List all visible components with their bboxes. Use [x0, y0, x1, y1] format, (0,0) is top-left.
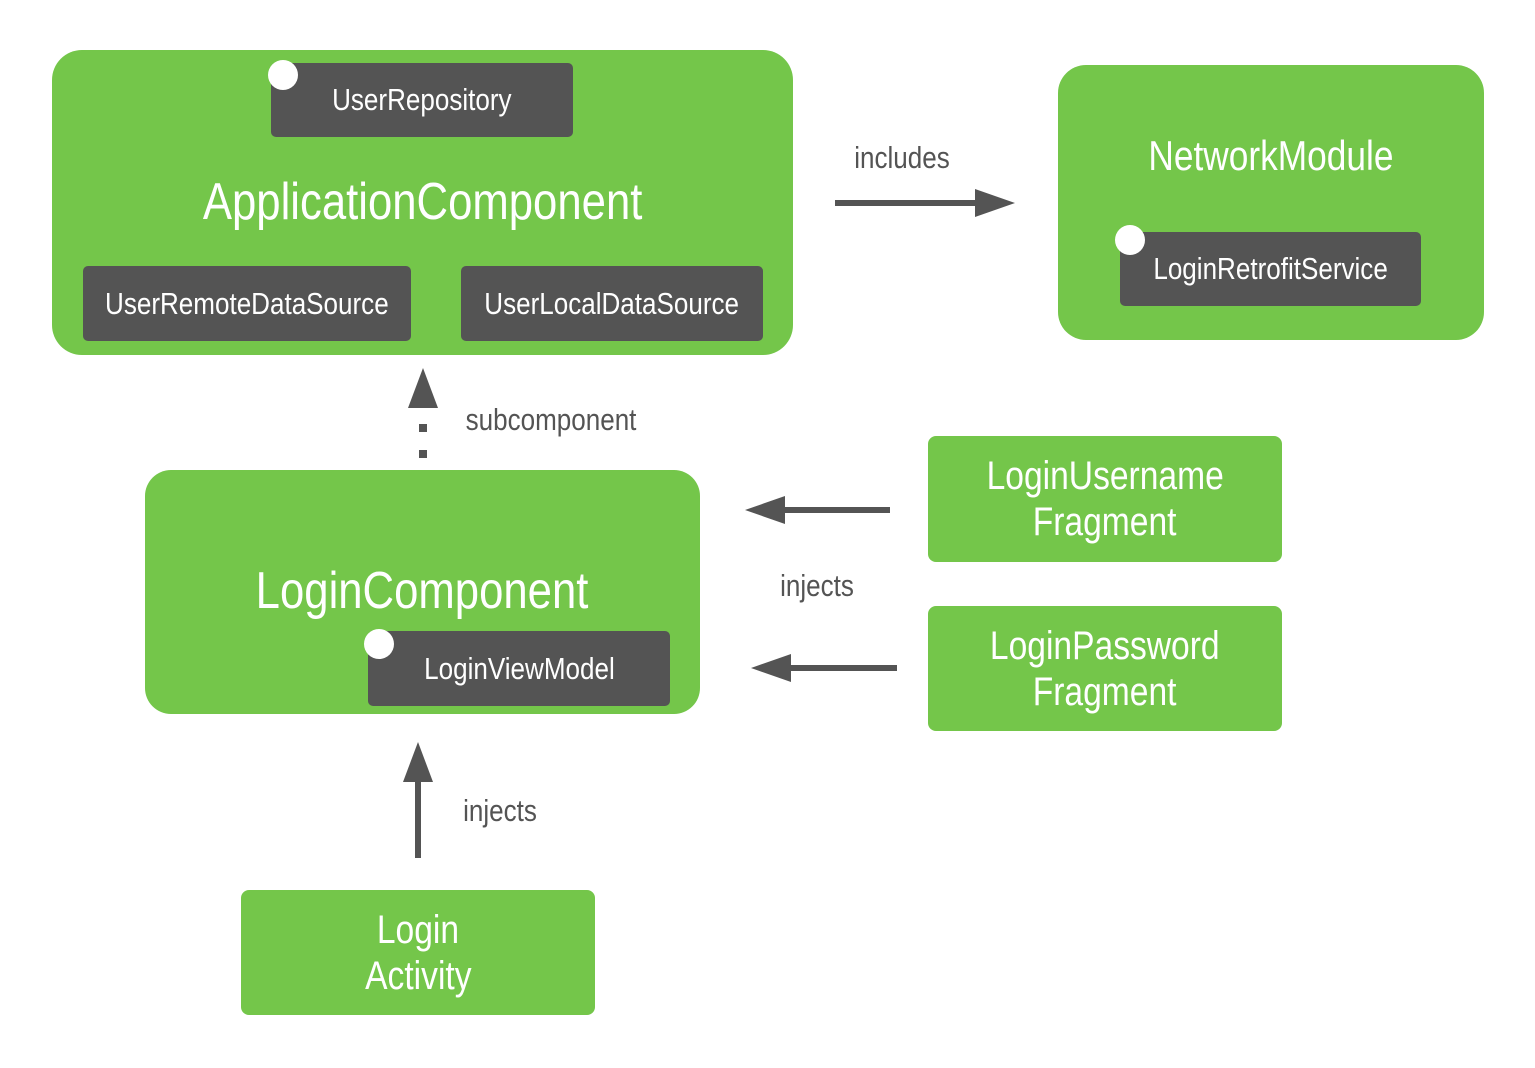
includes-label: includes [854, 140, 950, 175]
exposed-dot-icon [1115, 225, 1145, 255]
injects-activity-label: injects [463, 793, 537, 828]
subcomponent-label: subcomponent [465, 402, 637, 437]
subcomponent-arrow [408, 368, 438, 458]
login-view-model-binding: LoginViewModel [368, 631, 670, 706]
user-repository-label: UserRepository [332, 82, 512, 117]
exposed-dot-icon [364, 629, 394, 659]
exposed-dot-icon [268, 60, 298, 90]
user-repository-binding: UserRepository [271, 63, 573, 137]
user-remote-data-source-binding: UserRemoteDataSource [83, 266, 411, 341]
injects-fragments-label: injects [780, 568, 854, 603]
login-retrofit-service-binding: LoginRetrofitService [1120, 232, 1421, 306]
injects-username-arrow [745, 496, 890, 524]
network-module-title: NetworkModule [1148, 132, 1394, 179]
includes-arrow [835, 189, 1015, 217]
login-component-title: LoginComponent [256, 562, 589, 620]
user-local-data-source-binding: UserLocalDataSource [461, 266, 763, 341]
injects-activity-arrow [403, 742, 433, 858]
injects-password-arrow [751, 654, 897, 682]
application-component-title: ApplicationComponent [202, 173, 643, 231]
